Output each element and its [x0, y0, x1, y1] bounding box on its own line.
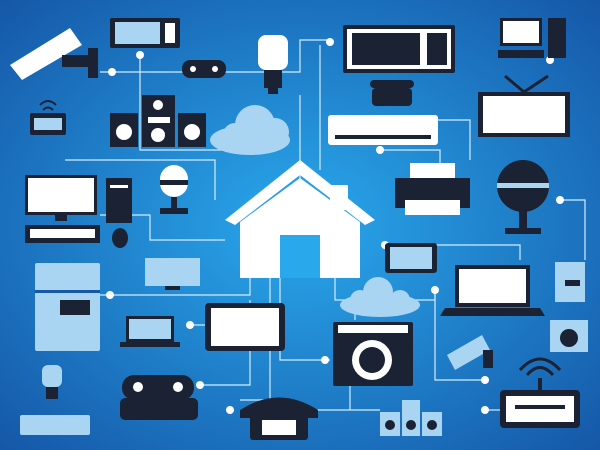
- printer-icon: [395, 163, 470, 215]
- microphone-icon: [497, 160, 549, 234]
- washing-machine-icon: [550, 320, 588, 352]
- landline-phone-icon: [240, 397, 318, 440]
- laptop-icon: [440, 265, 545, 316]
- refrigerator-icon: [35, 263, 100, 351]
- cctv-camera-icon: [10, 28, 98, 80]
- television-icon: [145, 258, 200, 290]
- light-bulb-icon: [42, 365, 62, 399]
- desktop-computer-icon: [498, 18, 566, 58]
- laptop-icon: [120, 316, 180, 347]
- gamepad-icon: [120, 375, 198, 420]
- microwave-icon: [110, 18, 180, 48]
- washing-machine-icon: [333, 322, 413, 386]
- wifi-router-icon: [30, 100, 66, 135]
- air-conditioner-icon: [20, 415, 90, 435]
- desktop-computer-icon: [25, 175, 132, 248]
- connector-dots: [106, 38, 564, 414]
- wifi-router-icon: [500, 357, 580, 428]
- cloud-icon: [340, 277, 420, 317]
- light-bulb-icon: [258, 35, 288, 94]
- television-icon: [478, 74, 570, 137]
- speaker-system-icon: [380, 400, 442, 436]
- landline-phone-icon: [370, 80, 414, 106]
- tablet-icon: [385, 243, 437, 273]
- cloud-icon: [210, 105, 290, 155]
- gamepad-icon: [182, 60, 226, 78]
- tablet-icon: [205, 303, 285, 351]
- house-icon: [225, 160, 375, 278]
- air-conditioner-icon: [328, 115, 438, 145]
- microwave-icon: [343, 25, 455, 73]
- speaker-system-icon: [110, 95, 206, 147]
- microphone-icon: [160, 165, 188, 214]
- security-camera-icon: [447, 335, 493, 370]
- refrigerator-icon: [555, 262, 585, 302]
